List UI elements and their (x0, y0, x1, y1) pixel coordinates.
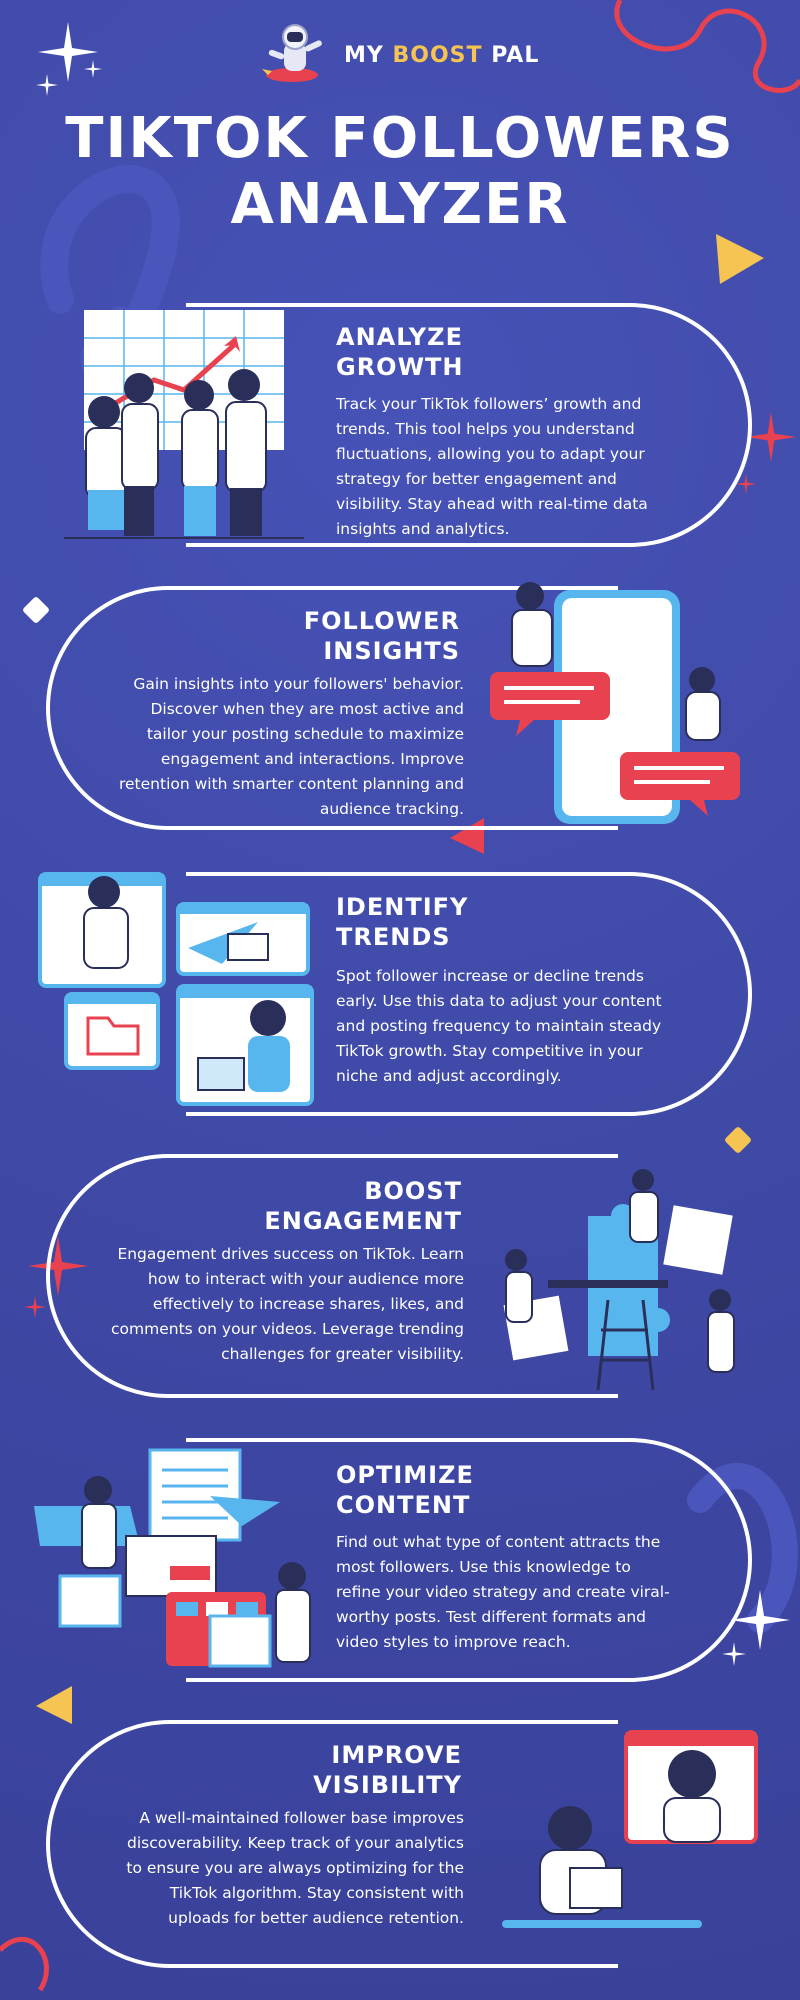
red-sparkle-icon (746, 412, 796, 462)
red-sparkle-icon (24, 1296, 46, 1318)
section-text-optimize-content: Find out what type of content attracts t… (336, 1533, 670, 1651)
sparkle-icon (730, 1590, 790, 1650)
brand-name: MY BOOST PAL (344, 42, 540, 68)
brand-logo: MY BOOST PAL (262, 20, 562, 90)
section-text-analyze-growth: Track your TikTok followers’ growth and … (336, 395, 648, 538)
yellow-triangle-icon (716, 234, 764, 284)
section-text-boost-engagement: Engagement drives success on TikTok. Lea… (111, 1245, 464, 1363)
puzzle-team-illustration (503, 1169, 735, 1391)
section-card-improve-visibility (46, 1720, 618, 1968)
content-dashboard-illustration (34, 1448, 311, 1668)
section-card-analyze-growth (186, 303, 752, 547)
sparkle-icon (84, 60, 102, 78)
sparkle-icon (722, 1642, 746, 1666)
sparkle-icon (38, 22, 98, 82)
sparkle-icon (36, 74, 58, 96)
phone-chat-illustration (490, 582, 740, 824)
yellow-triangle-icon (36, 1686, 72, 1724)
astronaut-rocket-icon (262, 24, 322, 82)
title-line-1: TIKTOK FOLLOWERS (65, 106, 735, 171)
title-line-2: ANALYZER (230, 172, 570, 237)
section-text-follower-insights: Gain insights into your followers' behav… (118, 675, 464, 818)
section-card-boost-engagement (46, 1154, 618, 1398)
page-title: TIKTOK FOLLOWERS ANALYZER (60, 106, 740, 238)
white-diamond-icon (23, 597, 49, 623)
section-text-identify-trends: Spot follower increase or decline trends… (336, 967, 662, 1085)
red-sparkle-icon (736, 474, 756, 494)
growth-chart-team-illustration (64, 310, 304, 539)
video-call-illustration (502, 1730, 758, 1928)
section-card-identify-trends (186, 872, 752, 1116)
yellow-diamond-icon (725, 1127, 751, 1153)
messaging-windows-illustration (38, 872, 314, 1106)
section-card-optimize-content (186, 1438, 752, 1682)
section-text-improve-visibility: A well-maintained follower base improves… (126, 1809, 464, 1927)
section-card-follower-insights (46, 586, 618, 830)
